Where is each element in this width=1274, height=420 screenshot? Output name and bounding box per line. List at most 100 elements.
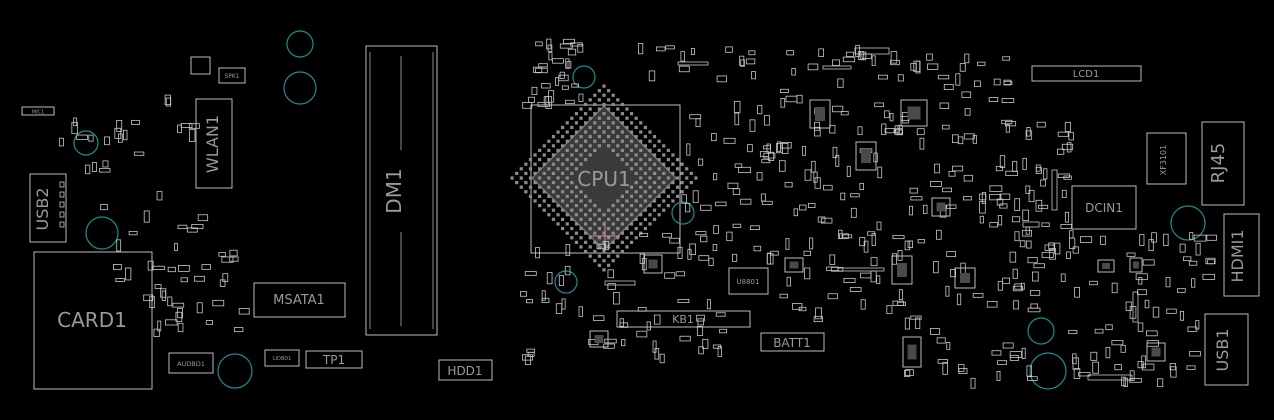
passive-part[interactable] (113, 263, 122, 270)
passive-part[interactable] (891, 253, 897, 265)
passive-part[interactable] (125, 267, 132, 281)
passive-part[interactable] (637, 306, 647, 312)
passive-part[interactable] (691, 48, 695, 55)
passive-part[interactable] (526, 299, 533, 304)
passive-part[interactable] (948, 171, 956, 177)
passive-part[interactable] (779, 160, 786, 172)
dimm-slot[interactable]: DM1 (365, 45, 438, 336)
passive-part[interactable] (565, 58, 570, 69)
passive-part[interactable] (909, 187, 918, 194)
passive-part[interactable] (829, 124, 836, 134)
passive-part[interactable] (946, 342, 951, 350)
passive-part[interactable] (1179, 310, 1185, 321)
passive-part[interactable] (929, 328, 940, 335)
passive-part[interactable] (889, 112, 894, 122)
passive-part[interactable] (1019, 240, 1026, 248)
passive-part[interactable] (915, 317, 921, 330)
hdd-connector[interactable]: HDD1 (438, 359, 493, 381)
passive-part[interactable] (972, 293, 984, 298)
dc-in-connector[interactable]: DCIN1 (1071, 185, 1137, 230)
passive-part[interactable] (846, 165, 851, 177)
passive-part[interactable] (648, 70, 656, 82)
passive-part[interactable] (700, 204, 712, 211)
passive-part[interactable] (896, 301, 906, 306)
passive-part[interactable] (1189, 351, 1201, 357)
passive-part[interactable] (92, 162, 97, 173)
passive-part[interactable] (1100, 235, 1106, 245)
passive-part[interactable] (73, 117, 78, 127)
passive-part[interactable] (945, 285, 950, 297)
passive-part[interactable] (677, 299, 690, 303)
passive-part[interactable] (1021, 347, 1026, 359)
passive-part[interactable] (1020, 282, 1025, 290)
passive-part[interactable] (813, 316, 823, 323)
passive-part[interactable] (85, 164, 91, 175)
passive-part[interactable] (147, 260, 154, 271)
passive-part[interactable] (1111, 282, 1118, 294)
passive-part[interactable] (1054, 242, 1061, 255)
passive-part[interactable] (904, 369, 911, 377)
passive-part[interactable] (915, 60, 921, 74)
passive-part[interactable] (785, 238, 790, 250)
passive-part[interactable] (692, 190, 699, 203)
passive-part[interactable] (809, 237, 814, 250)
passive-part[interactable] (1063, 175, 1072, 180)
passive-part[interactable] (749, 119, 756, 132)
passive-part[interactable] (1151, 232, 1157, 243)
passive-part[interactable] (664, 272, 676, 279)
component[interactable] (190, 56, 211, 75)
passive-part[interactable] (830, 267, 844, 272)
passive-part[interactable] (829, 254, 836, 265)
passive-part[interactable] (603, 241, 610, 251)
passive-part[interactable] (603, 343, 615, 349)
passive-part[interactable] (964, 108, 971, 116)
passive-part[interactable] (881, 123, 887, 135)
passive-part[interactable] (1027, 307, 1041, 313)
passive-part[interactable] (638, 42, 644, 55)
passive-part[interactable] (1022, 157, 1027, 170)
passive-part[interactable] (613, 292, 620, 305)
passive-part[interactable] (526, 348, 535, 353)
passive-part[interactable] (675, 271, 685, 277)
passive-part[interactable] (698, 346, 704, 355)
ic-chip[interactable] (954, 267, 976, 289)
passive-part[interactable] (697, 158, 704, 166)
passive-part[interactable] (785, 95, 798, 103)
passive-part[interactable] (1066, 251, 1071, 259)
passive-part[interactable] (748, 50, 756, 56)
passive-part[interactable] (1025, 130, 1033, 140)
passive-part[interactable] (689, 243, 696, 255)
passive-part[interactable] (799, 204, 807, 211)
passive-part[interactable] (659, 353, 665, 364)
passive-part[interactable] (840, 192, 846, 201)
passive-part[interactable] (165, 319, 178, 326)
passive-part[interactable] (1188, 260, 1198, 266)
passive-part[interactable] (205, 320, 213, 325)
passive-part[interactable] (696, 314, 705, 322)
passive-part[interactable] (996, 371, 1001, 381)
passive-part[interactable] (756, 172, 763, 181)
passive-part[interactable] (1002, 277, 1011, 284)
passive-part[interactable] (102, 160, 109, 168)
passive-part[interactable] (1032, 271, 1039, 282)
ic-chip[interactable] (809, 99, 831, 129)
passive-part[interactable] (177, 224, 188, 229)
passive-part[interactable] (196, 302, 203, 314)
passive-part[interactable] (734, 112, 740, 126)
passive-part[interactable] (761, 200, 773, 205)
passive-part[interactable] (1090, 351, 1098, 361)
passive-part[interactable] (757, 104, 763, 115)
passive-part[interactable] (1026, 365, 1033, 377)
passive-part[interactable] (521, 354, 533, 361)
passive-part[interactable] (957, 136, 964, 145)
passive-part[interactable] (1028, 190, 1035, 203)
passive-part[interactable] (870, 257, 878, 267)
passive-part[interactable] (187, 227, 198, 233)
passive-part[interactable] (1030, 290, 1041, 296)
passive-part[interactable] (1009, 355, 1019, 361)
passive-part[interactable] (563, 38, 575, 44)
passive-part[interactable] (1068, 329, 1078, 335)
passive-part[interactable] (1073, 368, 1081, 379)
passive-part[interactable] (939, 102, 950, 110)
passive-part[interactable] (538, 63, 548, 68)
